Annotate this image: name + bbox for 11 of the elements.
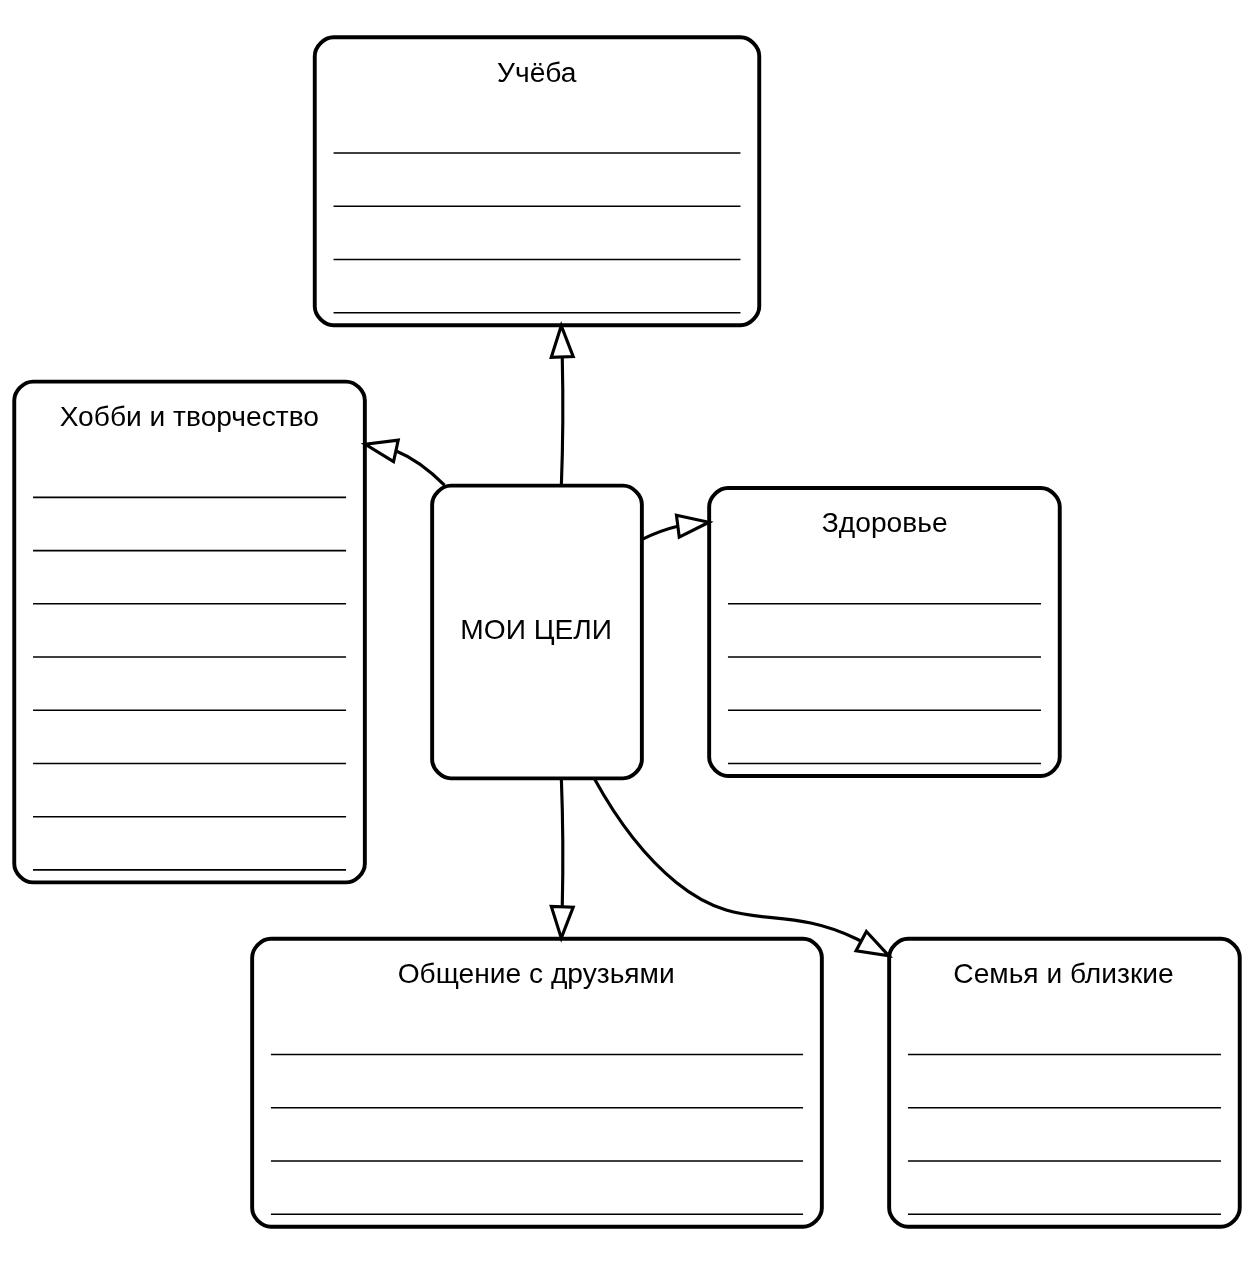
arrow (549, 320, 576, 486)
node-box: Общение с друзьями (250, 936, 824, 1229)
arrow (549, 778, 576, 943)
arrow (641, 513, 714, 541)
node-box: Учёба (312, 35, 762, 328)
arrow (593, 778, 894, 959)
node-box: Здоровье (707, 486, 1062, 778)
node-box: Семья и близкие (887, 936, 1242, 1229)
node-box: МОИ ЦЕЛИ (430, 483, 644, 781)
arrow (360, 438, 446, 487)
node-box: Хобби и творчество (12, 379, 367, 885)
